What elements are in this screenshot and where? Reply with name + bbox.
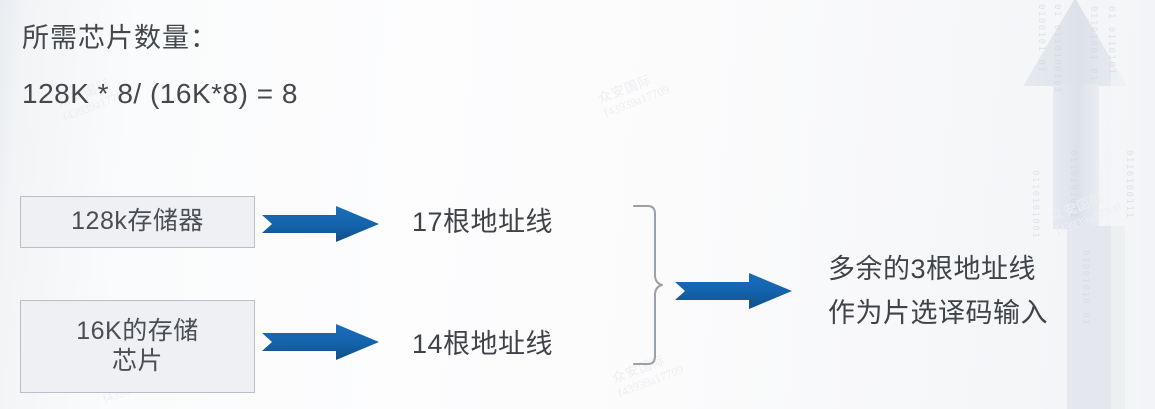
conclusion-line2: 作为片选译码输入 — [828, 297, 1048, 328]
binary-text-column: 01 0110100101 — [1052, 4, 1062, 94]
watermark-cn: 众安国际 — [1048, 189, 1106, 225]
slide-title: 所需芯片数量： — [22, 23, 218, 53]
binary-text-column: 0110101011 — [1068, 150, 1078, 220]
binary-text-column: 01 0110101 — [1106, 6, 1116, 76]
binary-text-column: 0110101001 — [1030, 170, 1040, 240]
watermark: 众安国际 f43939a17709 — [596, 67, 672, 121]
background-arrow-decoration — [1015, 0, 1155, 409]
conclusion-text: 多余的3根地址线 作为片选译码输入 — [828, 248, 1048, 335]
binary-text-column: 01101001 01 — [1088, 6, 1098, 83]
curly-brace — [630, 203, 678, 368]
binary-text-column: 0100101 01 — [1036, 4, 1046, 74]
formula-text: 128K * 8/ (16K*8) = 8 — [22, 78, 298, 109]
watermark-cn: 众安国际 — [596, 71, 654, 107]
box-128k-label: 128k存储器 — [71, 207, 204, 236]
conclusion-line1: 多余的3根地址线 — [828, 254, 1037, 284]
watermark-id: f43939a17709 — [1053, 200, 1124, 239]
label-17-address-lines: 17根地址线 — [412, 207, 554, 237]
box-16k-chip: 16K的存储 芯片 — [20, 300, 255, 393]
box-128k-memory: 128k存储器 — [20, 196, 255, 248]
right-block-arrow — [262, 205, 380, 243]
watermark-id: f43939a17709 — [615, 362, 686, 401]
binary-text-column: 01001010 01 — [1080, 250, 1090, 327]
watermark: 众安国际 f43939a17709 — [1048, 185, 1124, 239]
box-16k-label-line2: 芯片 — [111, 346, 163, 375]
box-16k-label-line1: 16K的存储 — [76, 317, 199, 345]
binary-text-column: 0110100111 — [1124, 150, 1134, 220]
watermark-id: f43939a17709 — [601, 82, 672, 121]
right-block-arrow — [675, 272, 793, 310]
right-block-arrow — [262, 323, 380, 361]
label-14-address-lines: 14根地址线 — [412, 329, 554, 359]
